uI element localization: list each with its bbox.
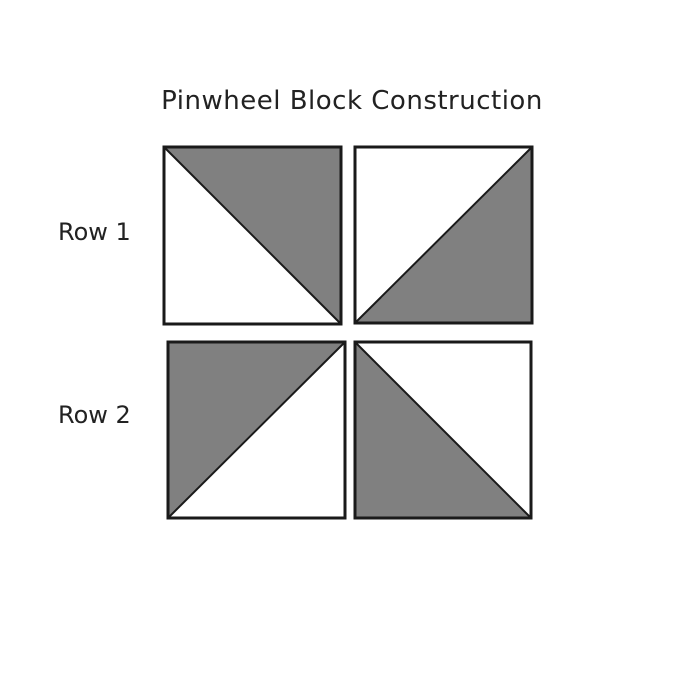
diagonal-seam bbox=[354, 146, 533, 324]
diagram-title: Pinwheel Block Construction bbox=[161, 86, 543, 116]
block-outline bbox=[353, 145, 534, 325]
diagonal-seam bbox=[167, 341, 346, 519]
block-row2-col2 bbox=[353, 340, 533, 520]
block-outline bbox=[162, 145, 343, 326]
row-1-label: Row 1 bbox=[58, 218, 131, 246]
block-row2-col1 bbox=[166, 340, 347, 520]
diagonal-seam bbox=[163, 146, 342, 325]
block-row1-col1 bbox=[162, 145, 343, 326]
diagonal-seam bbox=[354, 341, 532, 519]
block-row1-col2 bbox=[353, 145, 534, 325]
row-2-label: Row 2 bbox=[58, 401, 131, 429]
block-outline bbox=[166, 340, 347, 520]
block-outline bbox=[353, 340, 533, 520]
